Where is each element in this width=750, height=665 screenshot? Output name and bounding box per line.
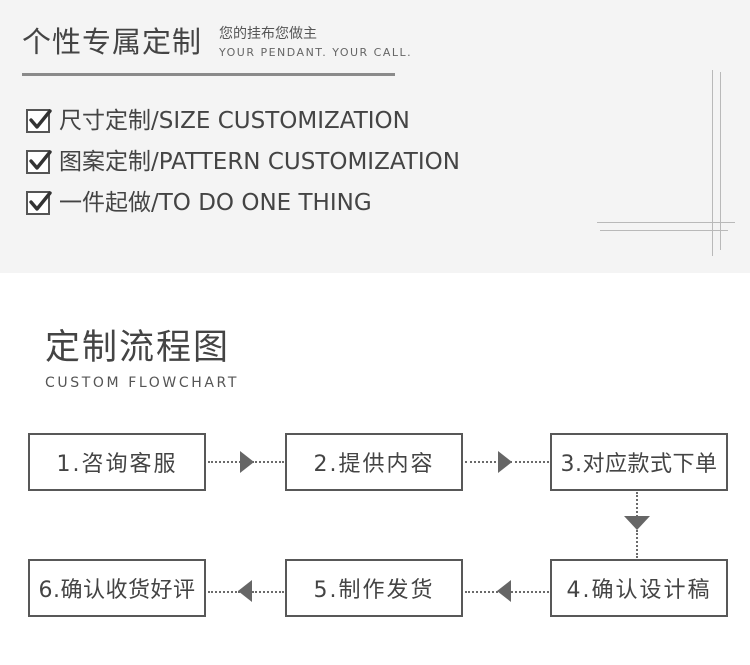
flow-step-2: 2.提供内容: [285, 433, 463, 491]
flow-step-4: 4.确认设计稿: [550, 559, 728, 617]
flow-connector: [465, 591, 498, 593]
checkbox-icon: [26, 191, 52, 215]
flowchart-title: 定制流程图: [45, 328, 231, 368]
intro-subtitle-en: YOUR PENDANT. YOUR CALL.: [219, 46, 413, 59]
checkbox-icon: [26, 109, 52, 133]
flow-step-1: 1.咨询客服: [28, 433, 206, 491]
flow-connector: [208, 591, 240, 593]
feature-single-piece: 一件起做/TO DO ONE THING: [26, 188, 372, 218]
feature-label: 一件起做/TO DO ONE THING: [59, 190, 372, 216]
feature-label: 图案定制/PATTERN CUSTOMIZATION: [59, 149, 460, 175]
feature-label: 尺寸定制/SIZE CUSTOMIZATION: [59, 108, 410, 134]
flow-connector: [465, 461, 500, 463]
decorative-line: [712, 70, 713, 256]
checkbox-icon: [26, 150, 52, 174]
flow-step-6: 6.确认收货好评: [28, 559, 206, 617]
flow-connector: [208, 461, 244, 463]
flow-step-3: 3.对应款式下单: [550, 433, 728, 491]
arrow-left-icon: [497, 580, 511, 602]
feature-size: 尺寸定制/SIZE CUSTOMIZATION: [26, 106, 410, 136]
arrow-right-icon: [498, 451, 512, 473]
arrow-right-icon: [240, 451, 254, 473]
flow-connector: [510, 461, 549, 463]
arrow-left-icon: [238, 580, 252, 602]
decorative-line: [597, 222, 735, 223]
intro-subtitle-cn: 您的挂布您做主: [219, 26, 317, 42]
title-underline: [22, 73, 395, 76]
flow-connector: [252, 461, 284, 463]
flow-connector: [636, 530, 638, 558]
decorative-line: [600, 230, 728, 231]
decorative-line: [720, 72, 721, 250]
arrow-down-icon: [624, 516, 650, 530]
intro-title: 个性专属定制: [22, 25, 203, 59]
flow-connector: [636, 492, 638, 517]
flow-connector: [252, 591, 284, 593]
feature-pattern: 图案定制/PATTERN CUSTOMIZATION: [26, 147, 460, 177]
flow-step-5: 5.制作发货: [285, 559, 463, 617]
custom-intro-panel: 个性专属定制 您的挂布您做主 YOUR PENDANT. YOUR CALL. …: [0, 0, 750, 273]
flow-connector: [511, 591, 549, 593]
flowchart-subtitle: CUSTOM FLOWCHART: [45, 375, 239, 391]
